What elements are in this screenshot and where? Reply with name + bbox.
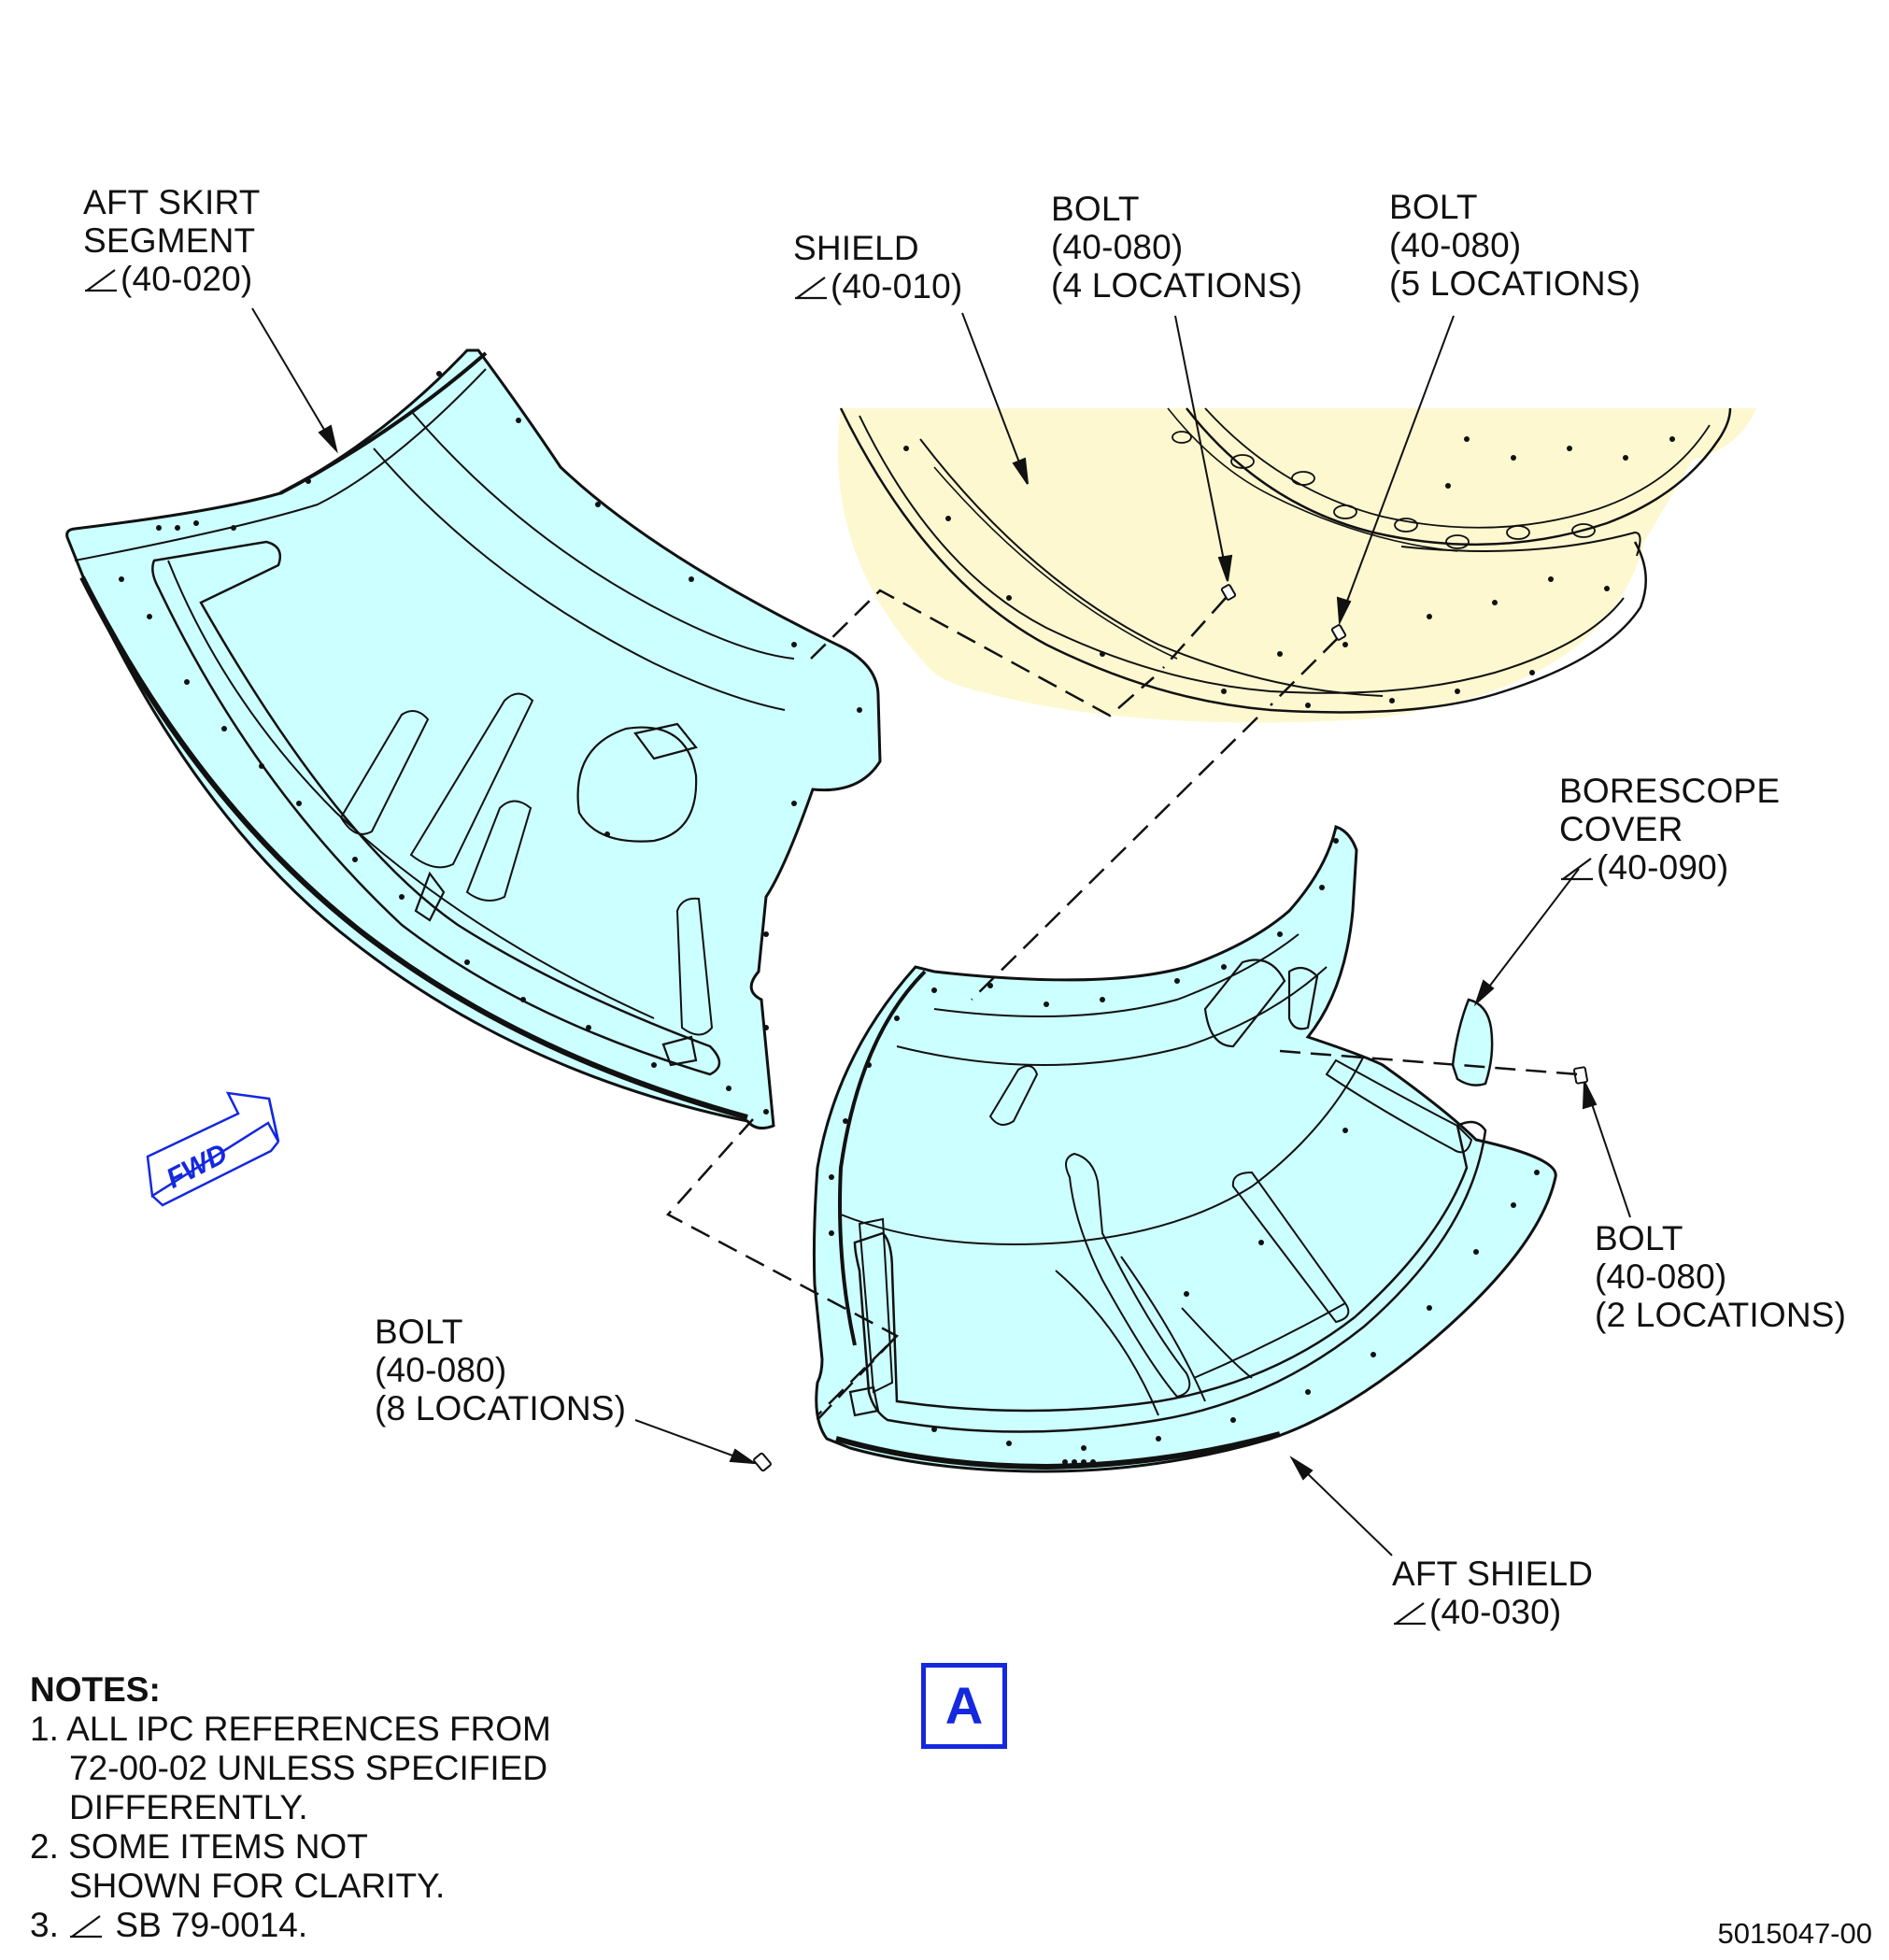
callout-bolt-2-locations: BOLT (40-080) (2 LOCATIONS) [1595, 1219, 1846, 1334]
notes-title: NOTES: [30, 1670, 161, 1709]
callout-line: SEGMENT [83, 221, 256, 260]
borescope-cover-part [1451, 998, 1494, 1087]
leader-lines [251, 307, 1631, 1556]
callout-aft-skirt-segment: AFT SKIRT SEGMENT (40-020) [83, 183, 261, 298]
callout-bolt-4-locations: BOLT (40-080) (4 LOCATIONS) [1051, 190, 1302, 305]
note-line: 1. ALL IPC REFERENCES FROM [30, 1710, 551, 1748]
callout-shield: SHIELD (40-010) [793, 229, 962, 305]
bolt-icons [753, 584, 1588, 1472]
callout-line: (4 LOCATIONS) [1051, 266, 1303, 305]
callout-line: (40-020) [121, 260, 253, 298]
delta-symbol-icon [1559, 857, 1595, 881]
callout-line: BOLT [1595, 1219, 1683, 1257]
callout-bolt-5-locations: BOLT (40-080) (5 LOCATIONS) [1389, 188, 1640, 303]
note-line: 2. SOME ITEMS NOT [30, 1827, 368, 1866]
callout-line: (40-080) [1389, 226, 1522, 264]
callout-line: COVER [1559, 810, 1683, 848]
delta-symbol-icon [69, 1914, 104, 1939]
aft-shield-part [812, 825, 1557, 1473]
aft-skirt-segment-part [65, 348, 882, 1130]
bolt-icon [753, 1452, 772, 1472]
fwd-direction-arrow: FWD [146, 1091, 280, 1207]
callout-line: AFT SHIELD [1392, 1555, 1594, 1593]
callout-line: AFT SKIRT [83, 183, 261, 221]
callout-line: BOLT [375, 1313, 463, 1351]
callout-line: BORESCOPE [1559, 772, 1781, 810]
callout-line: (40-080) [1595, 1257, 1727, 1296]
callout-line: BOLT [1389, 188, 1478, 226]
delta-symbol-icon [793, 276, 829, 300]
callout-borescope-cover: BORESCOPE COVER (40-090) [1559, 772, 1780, 887]
callout-line: SHIELD [793, 229, 919, 267]
shield-part [837, 407, 1756, 723]
callout-bolt-8-locations: BOLT (40-080) (8 LOCATIONS) [375, 1313, 626, 1427]
delta-symbol-icon [83, 268, 119, 292]
callout-line: (40-080) [1051, 228, 1184, 266]
bolt-icon [1573, 1066, 1588, 1085]
view-letter-badge: A [921, 1663, 1007, 1749]
note-line: 72-00-02 UNLESS SPECIFIED [69, 1749, 548, 1787]
bolt-icon [1220, 584, 1237, 601]
note-line: SHOWN FOR CLARITY. [69, 1867, 446, 1905]
callout-line: (5 LOCATIONS) [1389, 264, 1641, 303]
drawing-number: 5015047-00 [1717, 1917, 1873, 1950]
callout-line: (2 LOCATIONS) [1595, 1296, 1847, 1334]
callout-line: (40-090) [1597, 848, 1729, 887]
delta-symbol-icon [1392, 1601, 1427, 1626]
notes-block: NOTES: 1. ALL IPC REFERENCES FROM 72-00-… [30, 1670, 551, 1945]
bolt-icon [1330, 624, 1347, 641]
callout-line: (40-010) [831, 267, 963, 305]
assembly-lines [666, 589, 1580, 1426]
callout-line: (40-080) [375, 1351, 507, 1389]
callout-aft-shield: AFT SHIELD (40-030) [1392, 1555, 1593, 1631]
callout-line: (8 LOCATIONS) [375, 1389, 627, 1427]
note-line: 3. [30, 1906, 59, 1944]
callout-line: BOLT [1051, 190, 1140, 228]
note-line: DIFFERENTLY. [69, 1788, 308, 1826]
callout-line: (40-030) [1429, 1593, 1562, 1631]
note-line: SB 79-0014. [115, 1906, 308, 1944]
